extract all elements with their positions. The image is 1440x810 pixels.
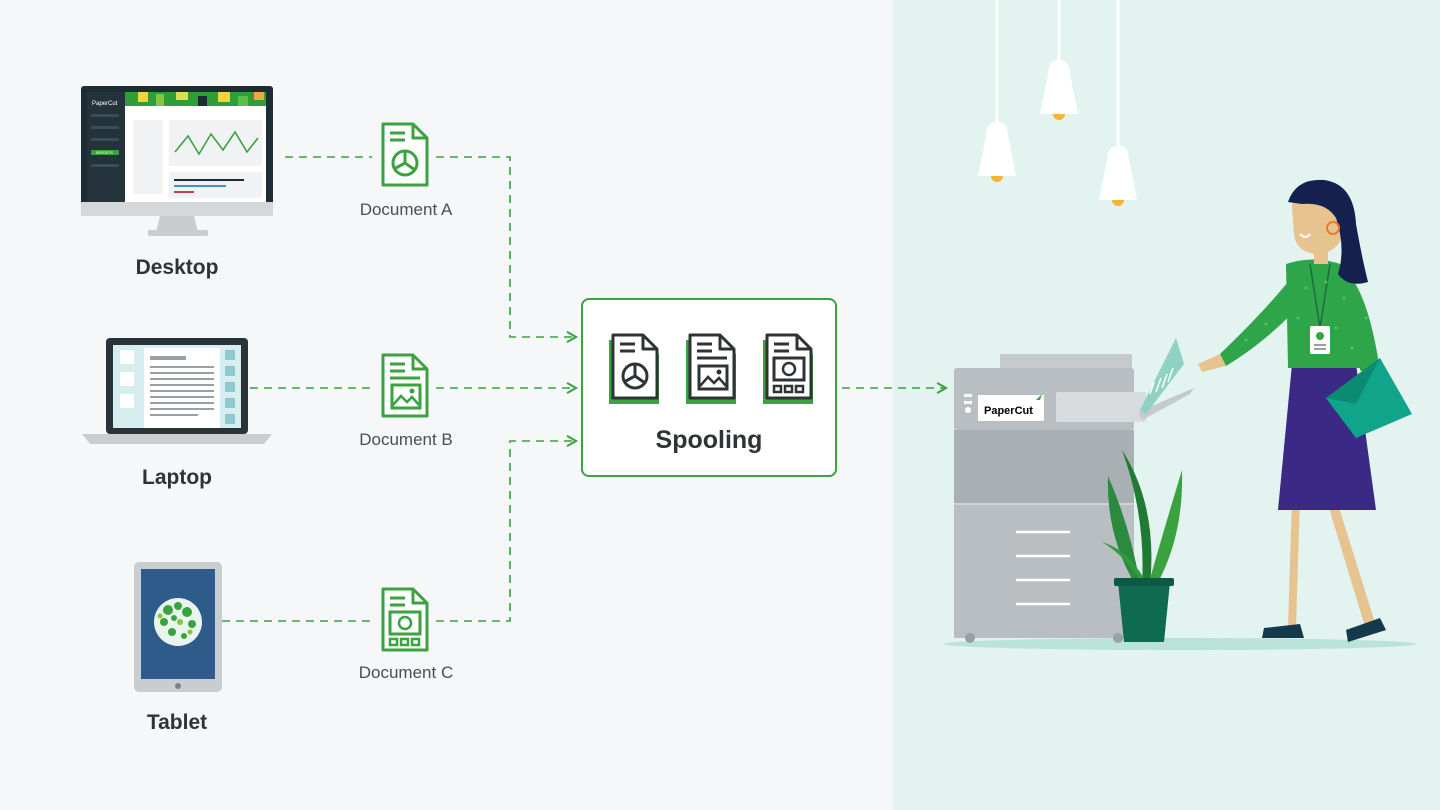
spooled-form-document-icon — [763, 333, 813, 404]
floor-shadow — [944, 638, 1416, 650]
document-c-label: Document C — [358, 663, 454, 682]
desktop-brand-text: PaperCut — [92, 101, 118, 107]
image-document-icon — [381, 353, 429, 418]
lamp-left — [978, 0, 1016, 182]
lamp-right — [1099, 0, 1137, 206]
desktop-menu-badge: REPORTS — [96, 151, 114, 155]
person-illustration — [1198, 179, 1412, 642]
spooled-pie-chart-document-icon — [609, 333, 659, 404]
laptop-label: Laptop — [142, 466, 212, 489]
desktop-icon: PaperCut REPORTS — [81, 86, 273, 236]
desktop-label: Desktop — [135, 256, 219, 279]
spooling-box: Spooling — [581, 298, 837, 477]
pendant-lamps — [978, 0, 1137, 206]
printed-page-icon — [1140, 338, 1184, 414]
form-document-icon — [381, 587, 429, 652]
spooled-image-document-icon — [686, 333, 736, 404]
line-doc-c-to-spooling — [436, 434, 579, 622]
printer-icon: PaperCut — [954, 354, 1194, 643]
tablet-icon — [134, 562, 222, 692]
tablet-label: Tablet — [146, 711, 208, 734]
printer-brand-text: PaperCut — [984, 405, 1033, 417]
document-a-label: Document A — [359, 200, 453, 219]
spooling-title: Spooling — [655, 426, 763, 454]
laptop-icon — [82, 338, 272, 444]
pie-chart-document-icon — [381, 122, 429, 187]
line-doc-a-to-spooling — [436, 156, 579, 344]
lamp-middle — [1040, 0, 1078, 120]
document-b-label: Document B — [359, 430, 453, 449]
plant-icon — [1102, 450, 1183, 642]
